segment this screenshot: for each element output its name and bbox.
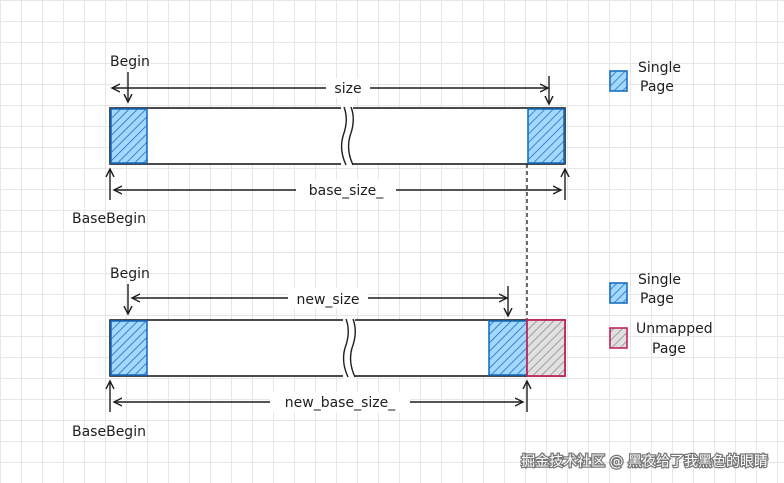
legend-bottom-single-page-text-2: Page: [640, 291, 674, 307]
legend-unmapped-page-text-2: Page: [652, 341, 686, 357]
bottom-base-size-label-bg: [270, 392, 410, 412]
bottom-break-gap: [343, 316, 355, 380]
bottom-break-mark-left: [342, 318, 349, 378]
bottom-begin-single-page: [110, 320, 148, 376]
top-size-label: size: [334, 81, 361, 97]
legend-bottom-single-page-swatch: [609, 282, 628, 304]
bottom-unmapped-page: [526, 319, 566, 377]
top-base-size-label: base_size_: [309, 183, 385, 199]
top-diagram: Begin size base_size_ BaseBegin: [72, 54, 565, 227]
top-begin-label: Begin: [110, 54, 150, 70]
top-memory-bar: [109, 107, 566, 165]
legend-bottom: Single Page Unmapped Page: [609, 272, 713, 357]
bottom-break-mark-right: [349, 318, 356, 378]
top-size-label-bg: [326, 78, 370, 98]
legend-top-single-page-text-1: Single: [638, 60, 681, 76]
top-break-mark-right: [347, 106, 354, 166]
top-base-size-label-bg: [296, 180, 396, 200]
bottom-diagram: Begin new_size new_base_size_ BaseBegin: [72, 266, 566, 440]
top-break-mark-left: [340, 106, 347, 166]
bottom-size-label-bg: [288, 288, 368, 308]
top-basebegin-label: BaseBegin: [72, 211, 146, 227]
bottom-basebegin-label: BaseBegin: [72, 424, 146, 440]
legend-bottom-single-page-text-1: Single: [638, 272, 681, 288]
legend-top-single-page-swatch: [609, 70, 628, 92]
top-break-gap: [341, 104, 353, 168]
bottom-begin-label: Begin: [110, 266, 150, 282]
bottom-size-label: new_size: [296, 292, 359, 308]
bottom-end-single-page: [488, 320, 528, 376]
top-end-single-page: [527, 108, 565, 164]
legend-top: Single Page: [609, 60, 681, 95]
top-begin-single-page: [110, 108, 148, 164]
bottom-base-size-label: new_base_size_: [285, 395, 396, 411]
watermark-text: 掘金技术社区 @ 黑夜给了我黑色的眼睛: [521, 453, 768, 470]
legend-unmapped-page-swatch: [609, 327, 628, 349]
legend-top-single-page-text-2: Page: [640, 79, 674, 95]
legend-unmapped-page-text-1: Unmapped: [636, 321, 713, 337]
